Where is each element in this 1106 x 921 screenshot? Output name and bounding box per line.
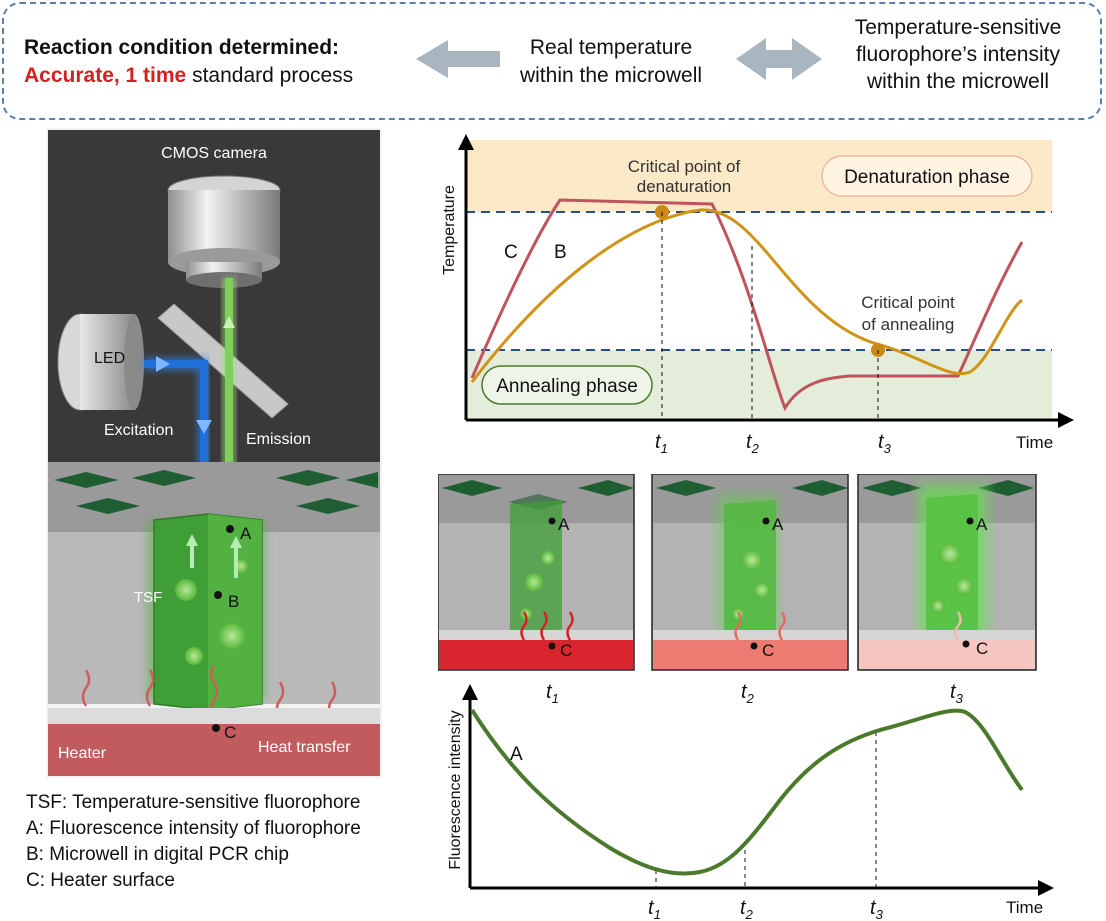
legend-b: B: Microwell in digital PCR chip: [26, 844, 289, 865]
banner-right-line-1: Temperature-sensitive: [854, 16, 1062, 39]
fluor-curve-label: A: [510, 744, 523, 765]
annealing-phase-box: [481, 365, 653, 405]
fluor-t1-label: t: [648, 897, 655, 919]
point-b-label: B: [228, 592, 239, 611]
fluor-t3-label: t: [870, 897, 877, 919]
panel-t1: A C: [438, 474, 635, 671]
panel1-c-label: C: [560, 641, 572, 660]
svg-text:t1: t1: [546, 681, 559, 704]
banner-fluorophore-intensity: Temperature-sensitive fluorophore’s inte…: [818, 14, 1098, 95]
panel2-heater: [653, 640, 847, 669]
chip-pattern: [54, 470, 378, 514]
panel3-t-sub: 3: [956, 691, 964, 704]
legend-c: C: Heater surface: [26, 870, 175, 891]
temp-t2-sub: 2: [751, 441, 760, 456]
crit-denat-line-1: Critical point of: [628, 157, 741, 176]
temperature-chart: Denaturation phase Annealing phase Criti…: [441, 134, 1074, 456]
panel-t3: A C: [857, 474, 1037, 671]
led-label: LED: [94, 350, 125, 367]
svg-text:t3: t3: [878, 431, 892, 456]
left-arrow-icon: [416, 40, 500, 78]
svg-text:t3: t3: [950, 681, 964, 704]
temp-t1-label: t: [655, 431, 662, 453]
banner-conclusion-title: Reaction condition determined:: [24, 36, 340, 59]
temp-t1-sub: 1: [661, 441, 668, 456]
banner-right-line-2: fluorophore’s intensity: [856, 43, 1060, 66]
fluorescence-curve-a: [470, 708, 1024, 876]
heater-surface: [48, 708, 380, 724]
temp-x-axis-label: Time: [1016, 433, 1053, 452]
emission-label: Emission: [246, 431, 311, 448]
fluor-t3-sub: 3: [876, 907, 884, 921]
panel2-t-label: t: [741, 681, 748, 703]
panel2-c-label: C: [762, 641, 774, 660]
point-c-label: C: [224, 723, 236, 742]
fluor-y-axis-label: Fluorescence intensity: [447, 710, 464, 869]
fluor-t2-label: t: [740, 897, 747, 919]
banner-real-temperature: Real temperature within the microwell: [486, 34, 736, 90]
banner-standard: standard process: [186, 64, 354, 87]
panel3-c-label: C: [976, 639, 988, 658]
denaturation-phase-box: [821, 155, 1033, 197]
crit-denat-line-2: denaturation: [637, 177, 732, 196]
heat-transfer-label: Heat transfer: [258, 739, 351, 756]
panel2-t-sub: 2: [746, 691, 755, 704]
svg-text:t2: t2: [741, 681, 755, 704]
curve-b-label: B: [554, 242, 567, 263]
panel1-t-sub: 1: [552, 691, 559, 704]
svg-text:t1: t1: [648, 897, 661, 921]
abbreviation-legend: TSF: Temperature-sensitive fluorophore A…: [26, 790, 361, 894]
curve-c-label: C: [504, 242, 518, 263]
legend-tsf: TSF: Temperature-sensitive fluorophore: [26, 792, 361, 813]
point-a-label: A: [240, 524, 252, 543]
banner-middle-line-2: within the microwell: [519, 64, 703, 87]
panel1-heater: [439, 640, 633, 669]
banner-middle-line-1: Real temperature: [529, 36, 693, 59]
curve-b-microwell: [470, 208, 1023, 383]
panel3-t-label: t: [950, 681, 957, 703]
fluor-t1-sub: 1: [654, 907, 661, 921]
camera-label: CMOS camera: [161, 145, 267, 162]
heater-label: Heater: [58, 745, 107, 762]
fluor-t2-sub: 2: [745, 907, 754, 921]
temp-t2-label: t: [746, 431, 753, 453]
svg-text:t1: t1: [655, 431, 668, 456]
heater-block: [48, 724, 380, 776]
banner-right-line-3: within the microwell: [866, 70, 1050, 93]
fluorescence-chart: A Fluorescence intensity Time t1 t2 t3: [447, 684, 1054, 921]
microwell: [146, 513, 266, 711]
panel1-t-label: t: [546, 681, 553, 703]
legend-a: A: Fluorescence intensity of fluorophore: [26, 818, 361, 839]
summary-banner: [2, 2, 1102, 120]
fluor-x-axis-label: Time: [1006, 898, 1043, 917]
svg-text:t2: t2: [746, 431, 760, 456]
emission-beam: [222, 278, 236, 518]
svg-text:t2: t2: [740, 897, 754, 921]
panel3-a-label: A: [976, 515, 988, 534]
double-arrow-icon: [736, 38, 822, 80]
temp-y-axis-label: Temperature: [441, 185, 458, 275]
excitation-label: Excitation: [104, 422, 173, 439]
banner-conclusion: Reaction condition determined: Accurate,…: [24, 34, 353, 90]
annealing-phase-label: Annealing phase: [496, 376, 638, 397]
panel2-a-label: A: [772, 515, 784, 534]
panel1-a-label: A: [558, 515, 570, 534]
denaturation-phase-label: Denaturation phase: [844, 167, 1010, 188]
temp-t3-label: t: [878, 431, 885, 453]
setup-illustration: CMOS camera LED Excitation Emission: [46, 128, 382, 778]
banner-accurate: Accurate, 1 time: [24, 64, 187, 87]
temp-t3-sub: 3: [884, 441, 892, 456]
curve-c-heater: [470, 198, 1024, 412]
crit-anneal-line-1: Critical point: [861, 293, 955, 312]
panel-t2: A C: [651, 474, 849, 671]
led-icon: [57, 313, 144, 411]
crit-anneal-line-2: of annealing: [862, 315, 955, 334]
svg-text:t3: t3: [870, 897, 884, 921]
microwell-panels: A C A C A C t1 t2 t3: [438, 474, 1037, 704]
tsf-label: TSF: [134, 589, 162, 606]
panel3-heater: [859, 640, 1035, 669]
banner-arrows: [416, 38, 822, 80]
cmos-camera-icon: [167, 175, 281, 288]
